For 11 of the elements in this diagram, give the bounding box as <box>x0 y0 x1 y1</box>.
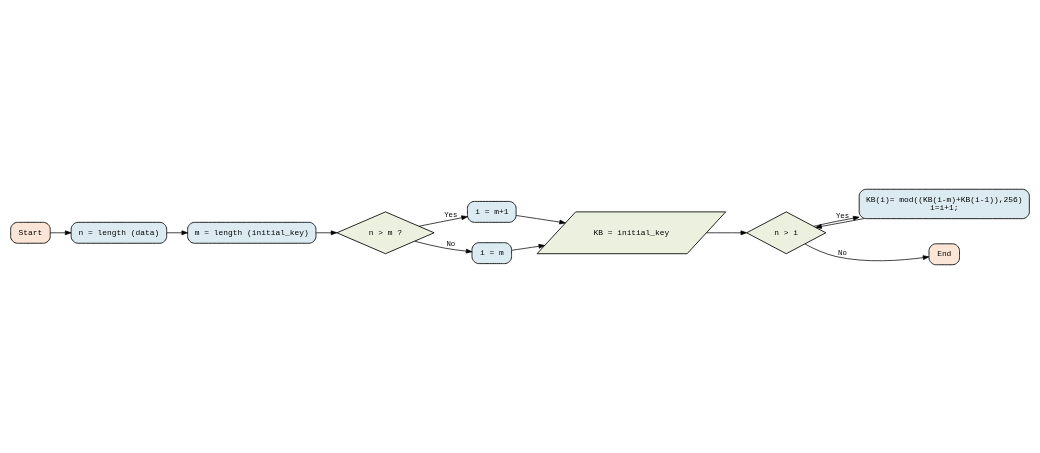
arrow <box>511 243 545 251</box>
arrow <box>166 229 188 235</box>
arrow <box>813 215 860 227</box>
arrow <box>706 229 747 235</box>
arrow <box>50 229 72 235</box>
arrow <box>418 214 468 227</box>
arrow <box>815 217 865 229</box>
arrow <box>804 243 930 261</box>
arrow <box>315 229 338 235</box>
arrow <box>515 214 566 224</box>
arrow <box>414 240 473 253</box>
